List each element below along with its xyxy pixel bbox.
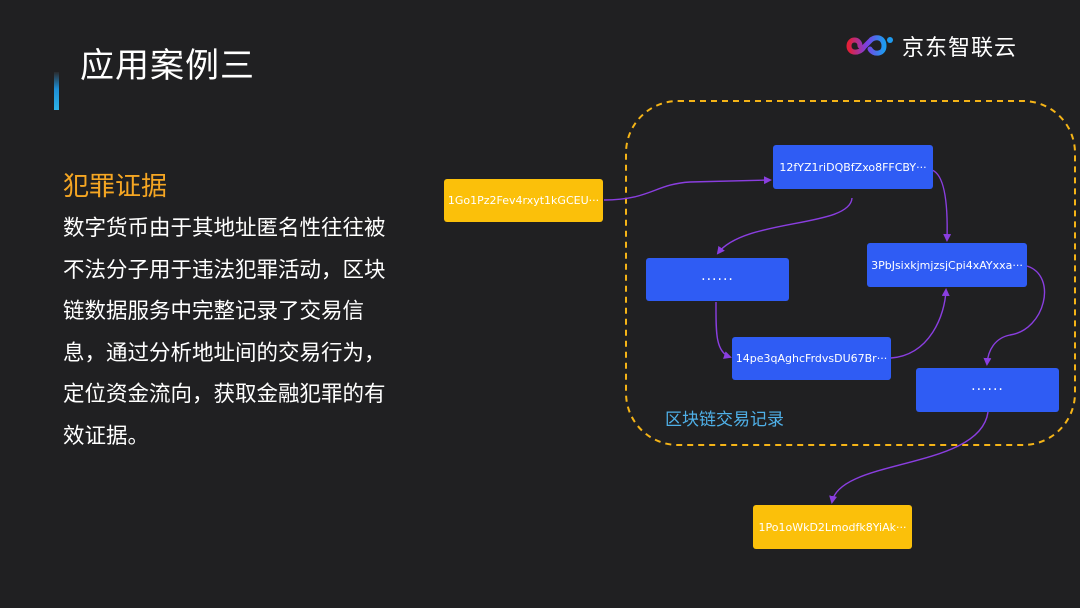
section-heading: 犯罪证据 — [63, 172, 168, 202]
page-title: 应用案例三 — [80, 46, 255, 86]
edge-n1-n3 — [931, 169, 952, 242]
node-address-3: 3PbJsixkjmjzsjCpi4xAYxxa··· — [867, 243, 1027, 287]
title-accent-bar — [54, 72, 59, 110]
body-line: 息，通过分析地址间的交易行为， — [63, 340, 386, 366]
node-ellipsis-1: ······ — [646, 258, 789, 301]
edge-n5-target — [829, 411, 989, 504]
body-line: 定位资金流向，获取金融犯罪的有 — [63, 382, 386, 407]
body-line: 链数据服务中完整记录了交易信 — [63, 299, 365, 324]
node-ellipsis-2: ······ — [916, 368, 1059, 412]
body-line: 不法分子用于违法犯罪活动，区块 — [63, 257, 386, 283]
body-paragraph: 数字货币由于其地址匿名性往往被 不法分子用于违法犯罪活动，区块 链数据服务中完整… — [63, 208, 433, 457]
edge-source-n1 — [603, 176, 772, 201]
edge-n2-n4 — [715, 301, 732, 359]
cloud-logo-icon — [846, 35, 893, 56]
brand-logo: 京东智联云 — [846, 30, 1017, 62]
body-line: 数字货币由于其地址匿名性往往被 — [63, 216, 386, 241]
edge-n4-n3 — [890, 288, 950, 359]
node-address-1: 12fYZ1riDQBfZxo8FFCBY··· — [773, 145, 933, 189]
region-label: 区块链交易记录 — [665, 410, 784, 430]
edge-n1-n2 — [716, 197, 853, 255]
logo-text: 京东智联云 — [902, 36, 1018, 61]
node-source-address: 1Go1Pz2Fev4rxyt1kGCEU··· — [444, 179, 603, 222]
node-address-4: 14pe3qAghcFrdvsDU67Br··· — [732, 337, 891, 380]
node-target-address: 1Po1oWkD2Lmodfk8YiAk··· — [753, 505, 912, 549]
body-line: 效证据。 — [63, 423, 150, 449]
